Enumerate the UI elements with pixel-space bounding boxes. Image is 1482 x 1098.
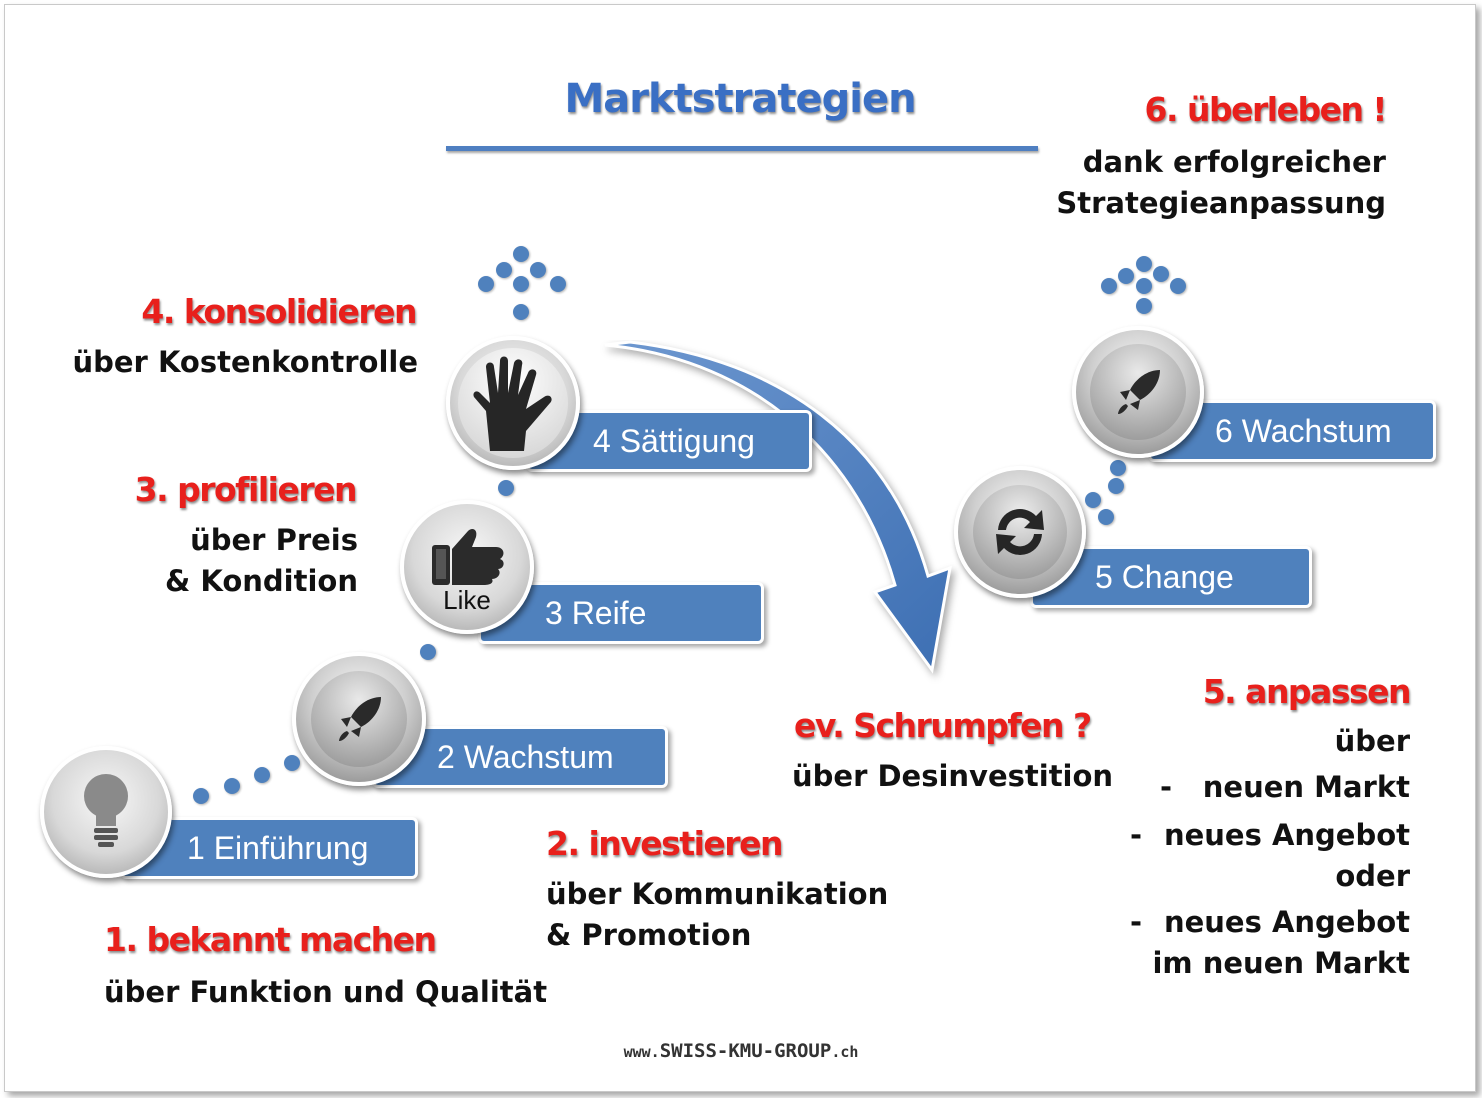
up-arrow-dot	[1118, 268, 1134, 284]
strategy-6-line1: dank erfolgreicher	[1082, 145, 1386, 179]
footer-www: www.	[623, 1043, 660, 1061]
like-badge: Like	[400, 500, 534, 634]
like-label: Like	[443, 584, 491, 615]
title-underline	[446, 146, 1038, 151]
path-dot	[1110, 460, 1126, 476]
path-dot	[498, 480, 514, 496]
up-arrow-dot	[513, 246, 529, 262]
lightbulb-icon	[78, 770, 134, 854]
strategy-5-item1: neuen Markt	[1202, 770, 1410, 804]
up-arrow-dot	[513, 304, 529, 320]
strategy-3-heading: 3. profilieren	[134, 470, 358, 509]
decline-arrow	[604, 340, 952, 674]
strategy-5-intro: über	[1334, 724, 1410, 758]
path-dot	[224, 778, 240, 794]
strategy-2-line1: über Kommunikation	[546, 877, 889, 911]
path-dot	[420, 644, 436, 660]
strategy-4-text: über Kostenkontrolle	[72, 345, 418, 379]
up-arrow-dot	[478, 276, 494, 292]
strategy-3-line1: über Preis	[190, 523, 358, 557]
path-dot	[193, 788, 209, 804]
up-arrow-dot	[496, 262, 512, 278]
strategy-6-heading: 6. überleben !	[1144, 90, 1388, 129]
stage-label: 2 Wachstum	[437, 738, 614, 775]
up-arrow-dot	[1153, 266, 1169, 282]
lightbulb-badge	[40, 746, 172, 878]
rocket-badge-2	[1072, 326, 1204, 458]
bullet-dash: -	[1130, 818, 1143, 852]
strategy-5-item2b: oder	[1335, 859, 1410, 893]
strategy-3-line2: & Kondition	[165, 564, 358, 598]
up-arrow-dot	[1136, 256, 1152, 272]
up-arrow-dot	[1136, 278, 1152, 294]
path-dot	[1108, 478, 1124, 494]
refresh-icon	[973, 485, 1067, 579]
strategy-2-line2: & Promotion	[546, 918, 752, 952]
stage-label: 5 Change	[1095, 558, 1234, 595]
strategy-1-text: über Funktion und Qualität	[104, 975, 548, 1009]
strategy-5-item3b: im neuen Markt	[1152, 946, 1410, 980]
like-icon: Like	[424, 525, 510, 616]
strategy-2-heading: 2. investieren	[546, 824, 783, 863]
up-arrow-dot	[1170, 278, 1186, 294]
refresh-badge	[954, 466, 1086, 598]
rocket-icon	[1090, 344, 1186, 440]
strategy-5-heading: 5. anpassen	[1202, 672, 1412, 711]
path-dot	[1085, 492, 1101, 508]
strategy-6-line2: Strategieanpassung	[1056, 186, 1386, 220]
hand-icon	[458, 348, 568, 458]
bullet-dash: -	[1160, 770, 1173, 804]
page-title: Marktstrategien	[564, 76, 916, 122]
up-arrow-dot	[1101, 278, 1117, 294]
strategy-1-heading: 1. bekannt machen	[104, 920, 437, 959]
stage-bar-5: 5 Change	[1030, 546, 1312, 608]
stage-label: 1 Einführung	[187, 829, 369, 866]
up-arrow-dot	[530, 262, 546, 278]
shrink-heading: ev. Schrumpfen ?	[794, 706, 1092, 745]
up-arrow-dot	[1136, 298, 1152, 314]
hand-badge	[446, 336, 580, 470]
footer-url[interactable]: www.SWISS-KMU-GROUP.ch	[0, 1040, 1482, 1062]
up-arrow-dot	[513, 276, 529, 292]
stage-label: 3 Reife	[545, 594, 647, 631]
stage-label: 4 Sättigung	[593, 422, 755, 459]
strategy-5-item3a: neues Angebot	[1163, 905, 1410, 939]
stage-label: 6 Wachstum	[1215, 412, 1392, 449]
up-arrow-dot	[550, 276, 566, 292]
strategy-5-item2a: neues Angebot	[1163, 818, 1410, 852]
footer-tld: .ch	[831, 1043, 859, 1061]
path-dot	[284, 755, 300, 771]
path-dot	[254, 767, 270, 783]
footer-brand: SWISS-KMU-GROUP	[659, 1040, 832, 1062]
rocket-icon	[311, 671, 407, 767]
shrink-text: über Desinvestition	[792, 759, 1114, 793]
path-dot	[1098, 509, 1114, 525]
bullet-dash: -	[1130, 905, 1143, 939]
rocket-badge-1	[292, 652, 426, 786]
strategy-4-heading: 4. konsolidieren	[141, 292, 417, 331]
